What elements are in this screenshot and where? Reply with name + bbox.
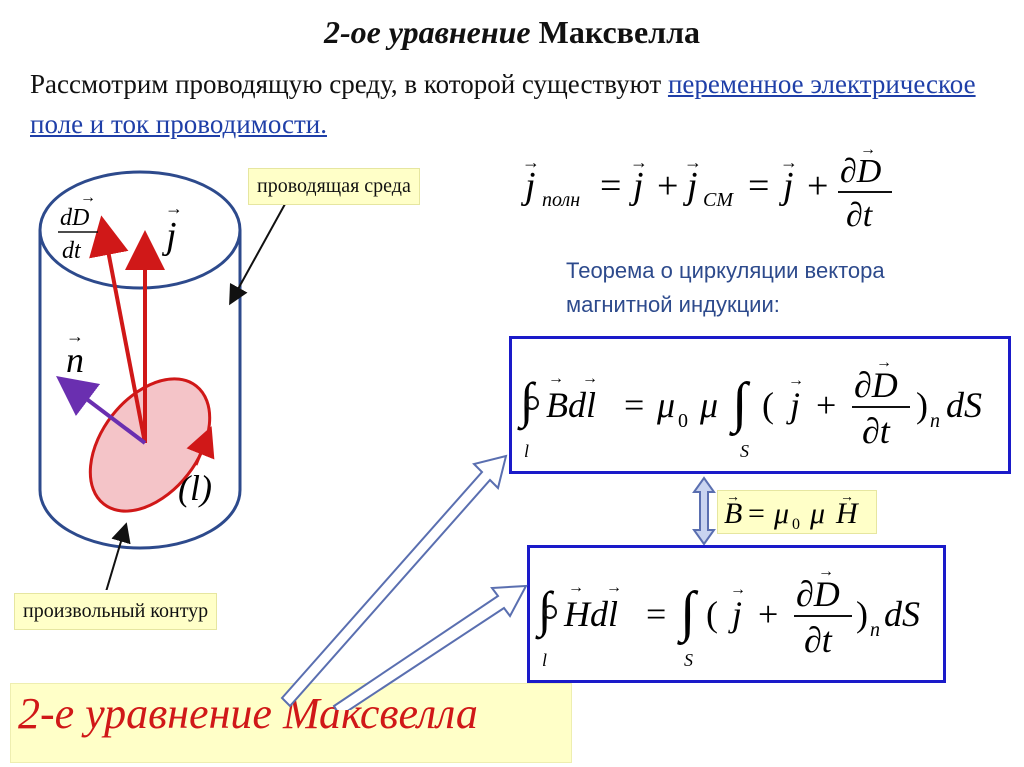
svg-text:→: → <box>630 152 648 172</box>
formula-B-sub-n: n <box>930 410 940 432</box>
total-current-formula: j → полн = j → + j → СМ = j → + ∂D → ∂t <box>520 141 892 234</box>
svg-text:=: = <box>646 594 666 634</box>
formula-B-mu0-sub: 0 <box>678 410 688 432</box>
intro-link[interactable]: переменное электрическое поле и ток пров… <box>30 69 976 139</box>
contour-direction-arrow <box>186 426 215 466</box>
formula-sub-full: полн <box>542 189 580 211</box>
svg-text:→: → <box>726 491 740 505</box>
svg-text:→: → <box>606 579 622 596</box>
formula-B-mu: μ <box>699 385 718 425</box>
svg-text:→: → <box>568 579 584 596</box>
formula-B-int-S: S <box>740 441 749 461</box>
svg-text:→: → <box>730 581 746 598</box>
svg-text:∫: ∫ <box>729 372 751 437</box>
dD-dt-arrow <box>89 215 147 444</box>
svg-text:→: → <box>582 370 598 387</box>
relation-B: B <box>724 497 742 530</box>
formula-H-lhs: Hdl <box>563 594 618 634</box>
n-label: n <box>66 340 84 380</box>
svg-text:→: → <box>522 152 540 172</box>
title-name: Максвелла <box>538 14 701 50</box>
svg-text:→: → <box>548 370 564 387</box>
dD-label: dD <box>60 205 89 231</box>
formula-B-lhs: Bdl <box>546 385 596 425</box>
medium-pointer-arrow <box>229 194 291 306</box>
j-vector-mark: → <box>165 198 183 218</box>
formula-partial-t: ∂t <box>846 197 874 234</box>
contour-ellipse <box>88 377 212 513</box>
theorem-text: Теорема о циркуляции вектора магнитной и… <box>566 254 1006 322</box>
svg-text:→: → <box>840 491 854 505</box>
relation-B-H: B → = μ 0 μ H → <box>717 490 877 534</box>
svg-text:=: = <box>600 165 621 207</box>
banner-arrows <box>280 454 528 710</box>
double-arrow-shape <box>692 476 716 546</box>
theorem-line-1: Теорема о циркуляции вектора <box>566 258 885 283</box>
formula-B-partial-t: ∂t <box>862 411 891 451</box>
formula-H-partial-t: ∂t <box>804 620 833 660</box>
arrow-to-box1 <box>280 454 508 708</box>
dD-vector-mark: → <box>80 189 96 206</box>
svg-text:+: + <box>816 385 836 425</box>
svg-text:): ) <box>856 594 868 634</box>
svg-text:→: → <box>684 152 702 172</box>
theorem-line-2: магнитной индукции: <box>566 292 780 317</box>
formula-B-j: j <box>786 385 800 425</box>
formula-H-int-S: S <box>684 650 693 670</box>
svg-text:∫: ∫ <box>677 581 699 646</box>
svg-text:): ) <box>916 385 928 425</box>
svg-text:+: + <box>657 165 678 207</box>
bottom-banner <box>10 683 572 763</box>
svg-text:=: = <box>624 385 644 425</box>
relation-mu0: μ <box>773 497 789 530</box>
double-arrow <box>692 476 716 546</box>
cylinder-body <box>38 230 242 550</box>
intro-paragraph: Рассмотрим проводящую среду, в которой с… <box>30 64 1020 144</box>
formula-H-j: j <box>728 594 742 634</box>
svg-text:+: + <box>758 594 778 634</box>
svg-text:=: = <box>748 165 769 207</box>
medium-label: проводящая среда <box>248 168 420 205</box>
intro-text: Рассмотрим проводящую среду, в которой с… <box>30 69 668 99</box>
n-arrow <box>56 375 147 445</box>
formula-H-partial-D: ∂D <box>796 574 840 614</box>
svg-text:→: → <box>876 354 892 371</box>
relation-H: H <box>835 497 860 530</box>
dt-label: dt <box>62 238 82 264</box>
svg-text:=: = <box>748 497 765 530</box>
formula-partial-D: ∂D <box>840 153 882 190</box>
svg-text:+: + <box>807 165 828 207</box>
formula-B-dS: dS <box>946 385 982 425</box>
n-vector-mark: → <box>66 326 84 346</box>
svg-text:→: → <box>788 372 804 389</box>
svg-text:(: ( <box>706 594 718 634</box>
bottom-title: 2-е уравнение Максвелла <box>18 689 478 738</box>
relation-mu: μ <box>809 497 825 530</box>
formula-B-partial-D: ∂D <box>854 365 898 405</box>
formula-H: ∫ l Hdl → → = ∫ S ( j → + ∂D → ∂t ) n dS <box>535 563 920 670</box>
contour-symbol: (l) <box>178 468 212 508</box>
svg-text:→: → <box>860 141 876 158</box>
svg-text:→: → <box>818 563 834 580</box>
cylinder-diagram: dD → dt j → n → (l) <box>38 170 291 590</box>
formula-H-dS: dS <box>884 594 920 634</box>
formula-B-box: ∫ l Bdl → → = μ 0 μ ∫ S ( j → + ∂D → ∂t … <box>509 336 1011 474</box>
formula-H-int-l: l <box>542 650 547 670</box>
formula-sub-cm: СМ <box>703 189 734 211</box>
contour-pointer-arrow <box>105 522 131 590</box>
relation-mu0-sub: 0 <box>792 516 800 533</box>
page-title: 2-ое уравнение Максвелла <box>0 14 1024 51</box>
formula-B-mu0: μ <box>656 385 675 425</box>
formula-B-int-l: l <box>524 441 529 461</box>
svg-text:(: ( <box>762 385 774 425</box>
formula-B: ∫ l Bdl → → = μ 0 μ ∫ S ( j → + ∂D → ∂t … <box>517 354 982 461</box>
formula-H-box: ∫ l Hdl → → = ∫ S ( j → + ∂D → ∂t ) n dS <box>527 545 946 683</box>
arrow-to-box2 <box>332 584 528 710</box>
contour-label: произвольный контур <box>14 593 218 630</box>
title-number: 2-ое уравнение <box>323 14 531 50</box>
formula-H-sub-n: n <box>870 619 880 641</box>
svg-text:→: → <box>780 152 798 172</box>
